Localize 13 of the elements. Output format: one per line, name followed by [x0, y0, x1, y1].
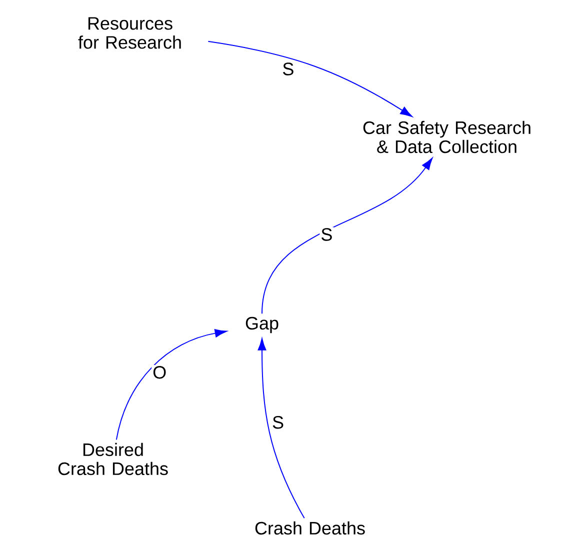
variable-label: Resources for Research	[78, 17, 181, 49]
edge-label: S	[281, 62, 296, 76]
edge-label: O	[152, 364, 168, 380]
variable-label: Crash Deaths	[255, 521, 365, 535]
edge-label: S	[271, 414, 286, 430]
variable-label: Desired Crash Deaths	[58, 442, 168, 476]
variable-label: Car Safety Research & Data Collection	[363, 120, 530, 154]
arrow	[262, 158, 433, 314]
edge-label: S	[320, 227, 334, 242]
arrow	[116, 329, 227, 440]
arrow	[208, 40, 412, 117]
arrow	[258, 338, 305, 519]
variable-label: Gap	[246, 316, 278, 334]
